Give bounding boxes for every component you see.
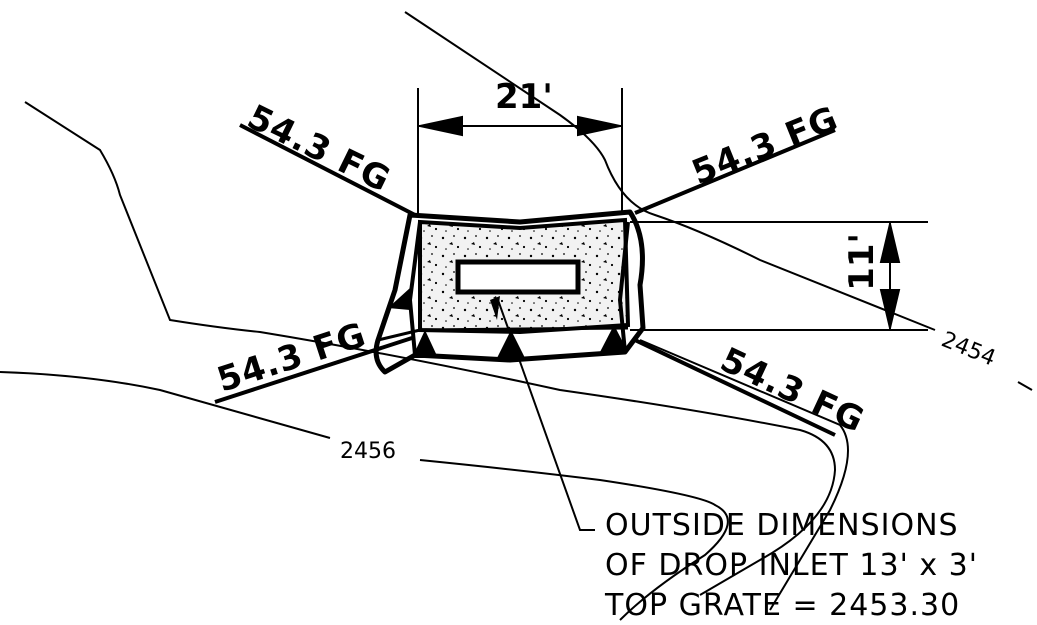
inlet-inner-edge-right [617, 221, 630, 353]
fg-line-bottom-left [214, 336, 413, 404]
fillet-triangle [388, 288, 410, 310]
drop-inlet-note: OUTSIDE DIMENSIONS OF DROP INLET 13' x 3… [604, 508, 978, 623]
inlet-apron [373, 209, 646, 375]
fillet-triangle [497, 330, 525, 358]
fg-line-bottom-right [634, 338, 836, 437]
dimension-lines [417, 88, 928, 331]
note-line-1: OUTSIDE DIMENSIONS [605, 508, 959, 543]
fg-line-top-right [634, 128, 836, 215]
contour-2454-label: 2454 [938, 327, 999, 371]
fillet-triangle [412, 330, 438, 358]
dim-width-label: 21' [495, 77, 553, 117]
contour-2456-line-right [419, 459, 729, 621]
dim-height-arrow-top [879, 223, 901, 263]
fillet-triangle [490, 296, 500, 320]
apron-bottom-edge [377, 326, 629, 342]
dim-height-arrow-bottom [879, 289, 901, 329]
finished-grade-lines [214, 123, 836, 437]
note-line-3: TOP GRATE = 2453.30 [604, 588, 960, 623]
contour-lower-right [639, 339, 849, 611]
dim-width-arrow-right [577, 115, 621, 137]
dim-width-arrow-left [419, 115, 463, 137]
note-line-2: OF DROP INLET 13' x 3' [605, 548, 978, 583]
contour-2454-tail [1017, 381, 1033, 391]
contour-lines [0, 11, 1033, 621]
fg-label-bottom-left: 54.3 FG [212, 315, 371, 401]
contour-upper-left [24, 101, 837, 596]
contour-2456-line [0, 371, 331, 439]
dim-height-label: 11' [842, 233, 882, 291]
contour-2456-label: 2456 [340, 439, 396, 464]
contour-2454-line [404, 11, 936, 331]
drop-inlet-grate [455, 259, 581, 295]
fg-label-top-left: 54.3 FG [241, 97, 397, 200]
fg-label-top-right: 54.3 FG [686, 99, 844, 194]
note-leader-line [497, 299, 595, 531]
fg-line-top-left [239, 123, 416, 217]
fillet-triangle [600, 325, 628, 352]
